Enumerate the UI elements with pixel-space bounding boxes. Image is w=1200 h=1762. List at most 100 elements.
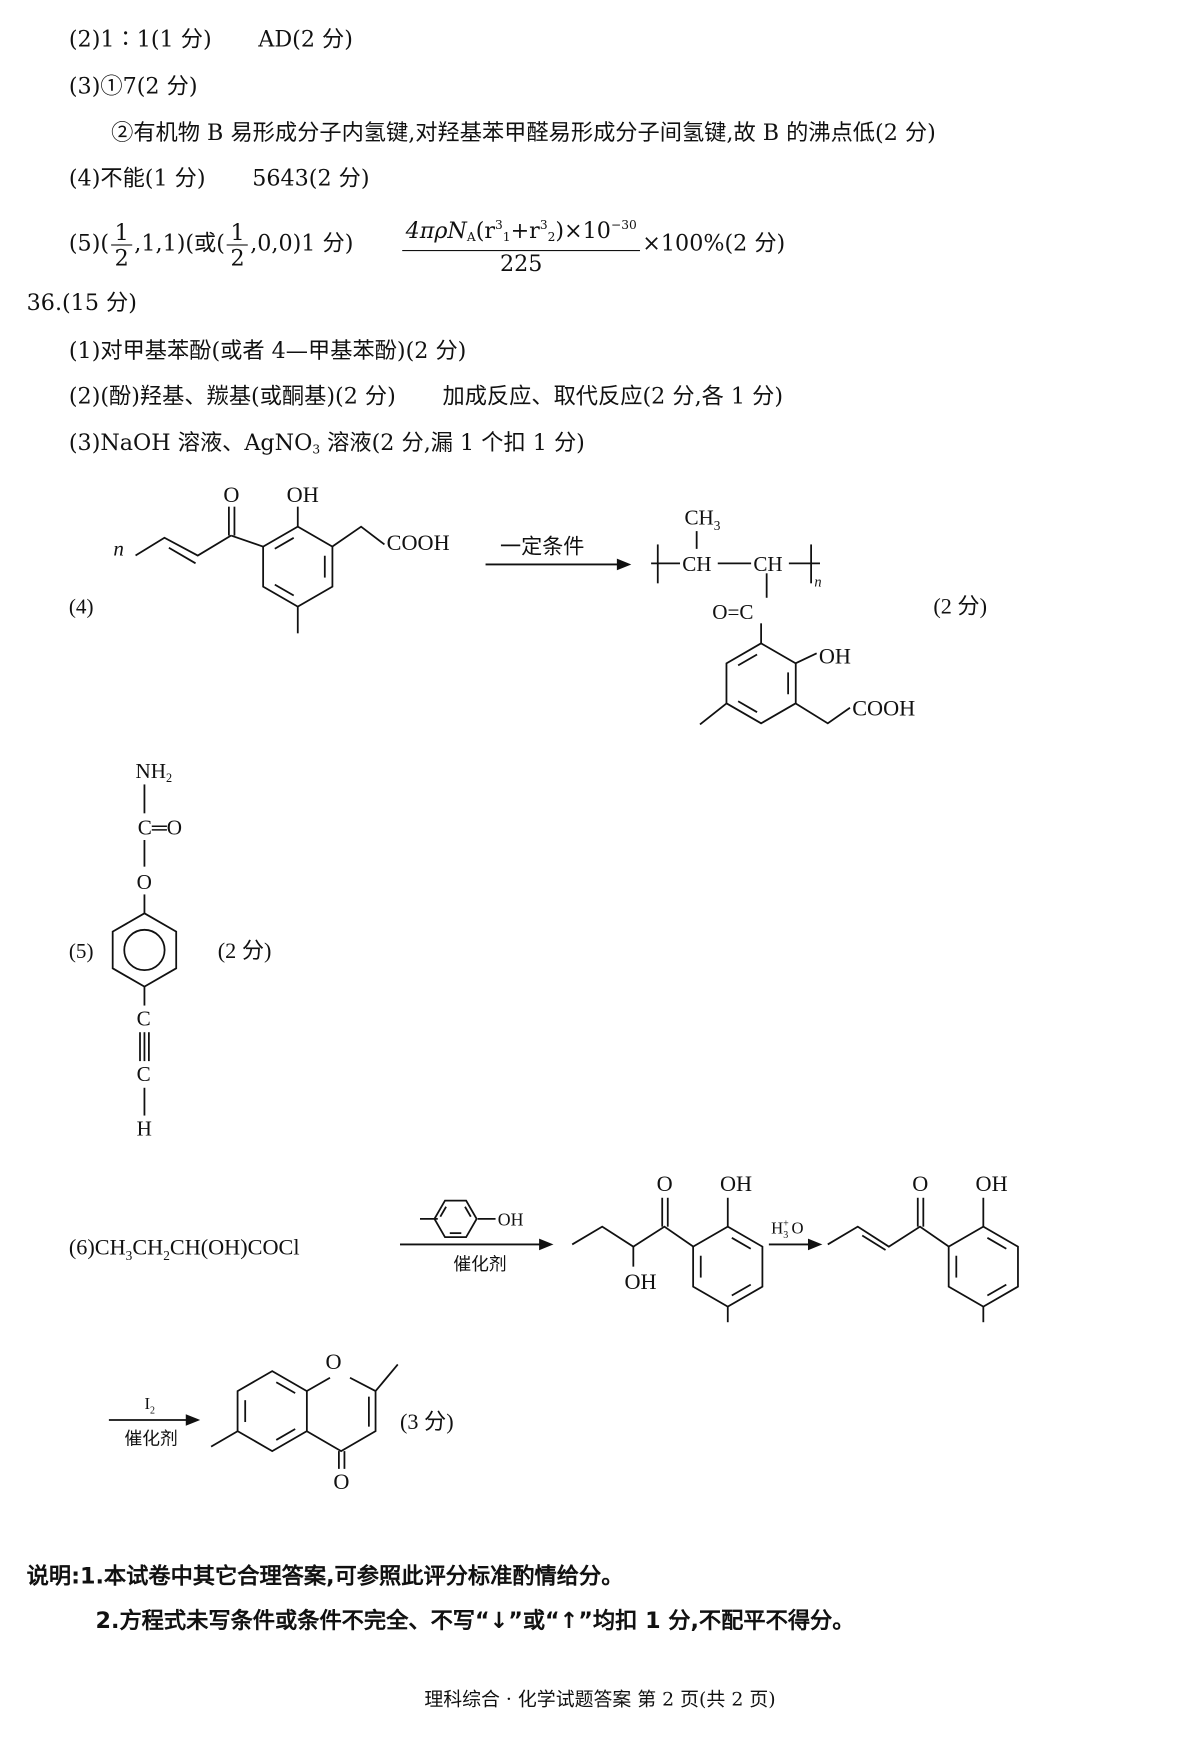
- bond: [795, 652, 818, 665]
- atom-OH: OH: [720, 1171, 752, 1196]
- bond: [306, 1376, 331, 1392]
- subscript: 2: [547, 229, 556, 245]
- answer-text: 溶液(2 分,漏 1 个扣 1 分): [320, 428, 585, 456]
- subscript: A: [466, 229, 476, 245]
- answer-text: (3)NaOH 溶液、AgNO: [68, 428, 313, 456]
- group-CH3: CH3: [684, 505, 720, 533]
- group-carbonyl: C═O: [138, 815, 182, 839]
- formula-part: (r: [475, 216, 496, 244]
- answer-text: ,1,1)(或(: [134, 229, 225, 257]
- atom-OH: OH: [287, 482, 319, 507]
- group-COOH: COOH: [387, 530, 450, 555]
- answer-text: 加成反应、取代反应(2 分,各 1 分): [442, 382, 784, 409]
- arrow-head: [616, 558, 632, 571]
- benzene-ring: [947, 1225, 1019, 1308]
- bond-ch2: [331, 525, 385, 548]
- double-bond: [275, 1428, 296, 1441]
- double-bond: [731, 1237, 752, 1250]
- atom-O: O: [657, 1171, 673, 1196]
- double-bond: [737, 700, 758, 713]
- benzene-ring: [725, 642, 797, 725]
- double-bond: [275, 1381, 296, 1394]
- score: (2 分): [933, 593, 987, 618]
- answer-text: (2)(酚)羟基、羰基(或酮基)(2 分): [68, 382, 396, 409]
- double-bond: [737, 653, 758, 667]
- formula-part: 4πρN: [405, 216, 467, 244]
- atom-O: O: [326, 1349, 342, 1374]
- answer-text: (2)1∶1(1 分): [68, 25, 212, 53]
- aromatic-circle: [123, 928, 166, 972]
- reagent-I2: I2: [144, 1394, 155, 1416]
- repeat-n: n: [814, 575, 821, 591]
- double-bond: [464, 1206, 472, 1218]
- pyranone-ring: [306, 1376, 377, 1453]
- note-1: 说明:1.本试卷中其它合理答案,可参照此评分标准酌情给分。: [26, 1562, 624, 1589]
- q35-part2: (2)1∶1(1 分)AD(2 分): [69, 26, 353, 53]
- part5-label: (5): [69, 939, 94, 963]
- bond: [230, 534, 264, 548]
- formula-part: )×10: [555, 216, 611, 244]
- denominator: 2: [230, 243, 245, 271]
- repeat-n: n: [113, 537, 124, 561]
- answer-text: (5)(: [68, 229, 110, 257]
- arrow-head: [807, 1238, 823, 1251]
- bond-chain: [571, 1225, 694, 1248]
- bond-chain: [827, 1225, 950, 1248]
- page-footer: 理科综合 · 化学试题答案 第 2 页(共 2 页): [424, 1688, 776, 1712]
- q35-part4: (4)不能(1 分) 5643(2 分): [69, 164, 370, 191]
- numerator: 4πρNA(r31+r32)×10−30: [402, 213, 641, 252]
- denominator: 225: [499, 249, 543, 277]
- atom-OH: OH: [976, 1171, 1008, 1196]
- q36-part3: (3)NaOH 溶液、AgNO3 溶液(2 分,漏 1 个扣 1 分): [69, 429, 585, 463]
- reaction-condition: 一定条件: [500, 534, 584, 558]
- subscript: 1: [502, 229, 511, 245]
- atom-O: O: [223, 482, 239, 507]
- double-bond: [439, 1206, 447, 1218]
- atom-O: O: [912, 1171, 928, 1196]
- bond-ch2: [795, 702, 851, 725]
- group-carbonyl: O=C: [712, 600, 753, 624]
- score: (3 分): [400, 1409, 454, 1434]
- q36-part2: (2)(酚)羟基、羰基(或酮基)(2 分) 加成反应、取代反应(2 分,各 1 分…: [69, 382, 783, 409]
- benzene-ring: [262, 525, 334, 608]
- benzene-ring: [433, 1199, 478, 1239]
- formula-part: +r: [510, 216, 540, 244]
- answer-text: ,0,0)1 分): [250, 229, 354, 257]
- group-CH: CH: [682, 552, 711, 576]
- atom-H: H: [137, 1117, 152, 1141]
- denominator: 2: [114, 243, 129, 271]
- catalyst-label: 催化剂: [453, 1254, 506, 1274]
- answer-text: 5643(2 分): [252, 164, 370, 192]
- atom-C: C: [137, 1007, 151, 1031]
- q36-part1: (1)对甲基苯酚(或者 4—甲基苯酚)(2 分): [68, 336, 467, 364]
- superscript: 3: [539, 217, 548, 233]
- methyl-bond: [374, 1363, 399, 1392]
- part4-label: (4): [69, 594, 94, 618]
- group-COOH: COOH: [852, 696, 915, 721]
- answer-text: (4)不能(1 分): [68, 164, 206, 192]
- superscript: 3: [495, 217, 503, 233]
- reactant-formula: (6)CH3CH2CH(OH)COCl: [69, 1234, 300, 1263]
- numerator: 1: [111, 219, 133, 245]
- atom-OH: OH: [498, 1210, 524, 1230]
- q35-part3-explanation: ②有机物 B 易形成分子内氢键,对羟基苯甲醛易形成分子间氢键,故 B 的沸点低(…: [111, 118, 936, 146]
- answer-text: ×100%(2 分): [642, 229, 786, 257]
- superscript: −30: [610, 217, 637, 233]
- methyl-bond: [210, 1430, 239, 1448]
- double-bond: [861, 1234, 887, 1251]
- double-bond: [986, 1237, 1007, 1250]
- atom-C: C: [137, 1062, 151, 1086]
- double-bond: [168, 547, 197, 565]
- numerator: 1: [227, 219, 248, 245]
- q36-title: 36.(15 分): [26, 288, 137, 316]
- q35-part3: (3)①7(2 分): [68, 72, 198, 99]
- score: (2 分): [218, 938, 272, 963]
- subscript: 3: [312, 442, 321, 457]
- catalyst-label: 催化剂: [124, 1428, 177, 1448]
